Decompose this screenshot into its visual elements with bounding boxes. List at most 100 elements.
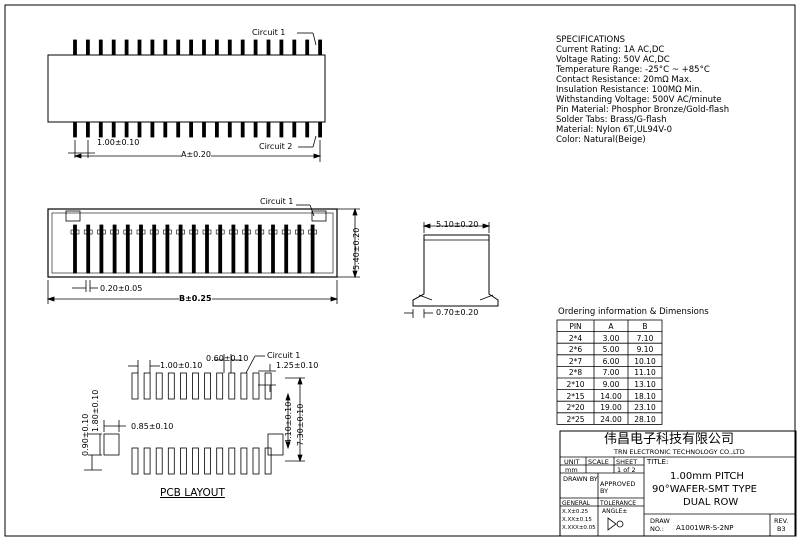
pcb-upper-pad	[228, 372, 236, 400]
rev-label: REV.	[774, 517, 789, 525]
ordering-cell: 2*25	[566, 414, 585, 424]
top-lower-pin	[176, 121, 181, 138]
front-pin-slot	[83, 229, 93, 235]
top-lower-pin	[150, 121, 155, 138]
top-view-body	[47, 54, 326, 123]
ordering-column-header: PIN	[569, 322, 582, 331]
front-pin-slot	[215, 229, 225, 235]
pcb-upper-pad	[167, 372, 175, 400]
top-upper-pin	[73, 39, 77, 56]
top-lower-pin	[86, 121, 90, 138]
top-upper-pin	[292, 39, 297, 56]
top-lower-pin	[202, 121, 206, 138]
ordering-cell: 2*10	[566, 380, 585, 389]
front-pin	[178, 224, 183, 274]
pcb-row-gap-dim: 4.10±0.10	[284, 401, 293, 444]
pcb-right-tab	[267, 433, 284, 456]
top-upper-pin	[111, 39, 116, 56]
ordering-cell: 13.10	[634, 380, 656, 389]
front-pin-slot	[268, 229, 278, 235]
top-upper-pin	[86, 39, 90, 56]
pcb-lower-pad	[131, 447, 139, 475]
front-pin-slot	[176, 229, 185, 235]
ordering-cell: 19.00	[600, 403, 622, 413]
front-pin-slot	[123, 229, 133, 235]
front-pin	[310, 224, 315, 274]
pcb-tab-v2-dim: 1.80±0.10	[91, 389, 100, 432]
company-name-cn: 伟昌电子科技有限公司	[604, 432, 735, 447]
unit-label: UNIT	[564, 458, 580, 466]
sheet-value: 1 of 2	[617, 466, 636, 474]
top-upper-pin	[150, 39, 155, 56]
top-lower-pin	[318, 121, 323, 138]
front-pin-slot	[189, 229, 199, 235]
front-view-b-dim: B±0.25	[179, 294, 212, 303]
top-view-circuit1-label: Circuit 1	[252, 28, 286, 37]
drawn-by-label: DRAWN BY	[563, 475, 598, 483]
pcb-upper-pad	[264, 372, 272, 400]
front-pin-slot	[281, 229, 291, 235]
pcb-lower-pad	[216, 447, 224, 475]
ordering-table-border	[556, 319, 663, 425]
company-name-en: TRN ELECTRONIC TECHNOLOGY CO.,LTD	[614, 448, 745, 456]
front-pin	[244, 224, 249, 274]
ordering-cell: 2*7	[568, 356, 583, 366]
general-label: GENERAL	[562, 500, 591, 507]
ordering-column-header: A	[608, 322, 614, 331]
front-view-pin-width-dim: 0.20±0.05	[100, 284, 143, 293]
pcb-overall-dim: 7.30±0.10	[296, 403, 305, 446]
ordering-cell: 10.10	[634, 356, 656, 366]
front-pin	[218, 224, 223, 274]
pcb-upper-pad	[179, 372, 187, 400]
top-view-upper-pins	[73, 39, 323, 56]
ordering-cell: 14.00	[600, 391, 622, 401]
front-pin-slot	[308, 229, 317, 235]
spec-line: Temperature Range: -25°C ~ +85°C	[556, 65, 710, 75]
pcb-lower-pad	[204, 447, 212, 475]
ordering-cell: 5.00	[602, 345, 620, 355]
top-upper-pin	[227, 39, 232, 56]
side-view	[404, 222, 499, 318]
ordering-cell: 9.00	[602, 380, 620, 389]
top-lower-pin	[279, 121, 284, 138]
front-pin-slot	[97, 229, 106, 235]
pcb-pad-length-dim: 1.25±0.10	[276, 361, 319, 370]
front-pin-slot	[255, 229, 265, 235]
approved-label: APPROVED	[600, 480, 636, 488]
top-upper-pin	[202, 39, 206, 56]
tolerance-1: X.X±0.25	[562, 509, 589, 515]
top-lower-pin	[253, 121, 258, 138]
spec-line: Insulation Resistance: 100MΩ Min.	[556, 85, 703, 95]
side-view-tab-dim: 0.70±0.20	[436, 308, 479, 317]
front-pin-slot	[136, 229, 146, 235]
top-upper-pin	[98, 39, 103, 56]
top-lower-pin	[124, 121, 129, 138]
pcb-left-tab	[103, 433, 120, 456]
pcb-tab-width-dim: 0.85±0.10	[131, 422, 174, 431]
no-label: NO.:	[650, 525, 664, 533]
front-pin-slot	[149, 229, 159, 235]
front-pin-slot	[295, 229, 304, 235]
pcb-lower-pad	[192, 447, 199, 475]
tolerance-2: X.XX±0.15	[562, 517, 592, 523]
pcb-upper-pad	[216, 372, 224, 400]
sheet-label: SHEET	[616, 458, 638, 466]
ordering-cell: 6.00	[602, 356, 620, 366]
front-view	[46, 204, 360, 304]
top-lower-pin	[163, 121, 168, 138]
angle-label: ANGLE±	[602, 508, 628, 515]
pcb-lower-pad	[252, 447, 260, 475]
pcb-lower-pad	[240, 447, 248, 475]
top-upper-pin	[137, 39, 142, 56]
unit-value: mm	[565, 466, 578, 474]
pcb-pad-width-dim: 0.60±0.10	[206, 354, 249, 363]
front-pin	[205, 224, 209, 274]
front-pin	[257, 224, 262, 274]
front-view-circuit1-label: Circuit 1	[260, 197, 294, 206]
pcb-upper-pad	[240, 372, 248, 400]
top-upper-pin	[176, 39, 181, 56]
spec-line: Color: Natural(Beige)	[556, 135, 646, 145]
front-pin	[284, 224, 289, 274]
top-upper-pin	[318, 39, 323, 56]
